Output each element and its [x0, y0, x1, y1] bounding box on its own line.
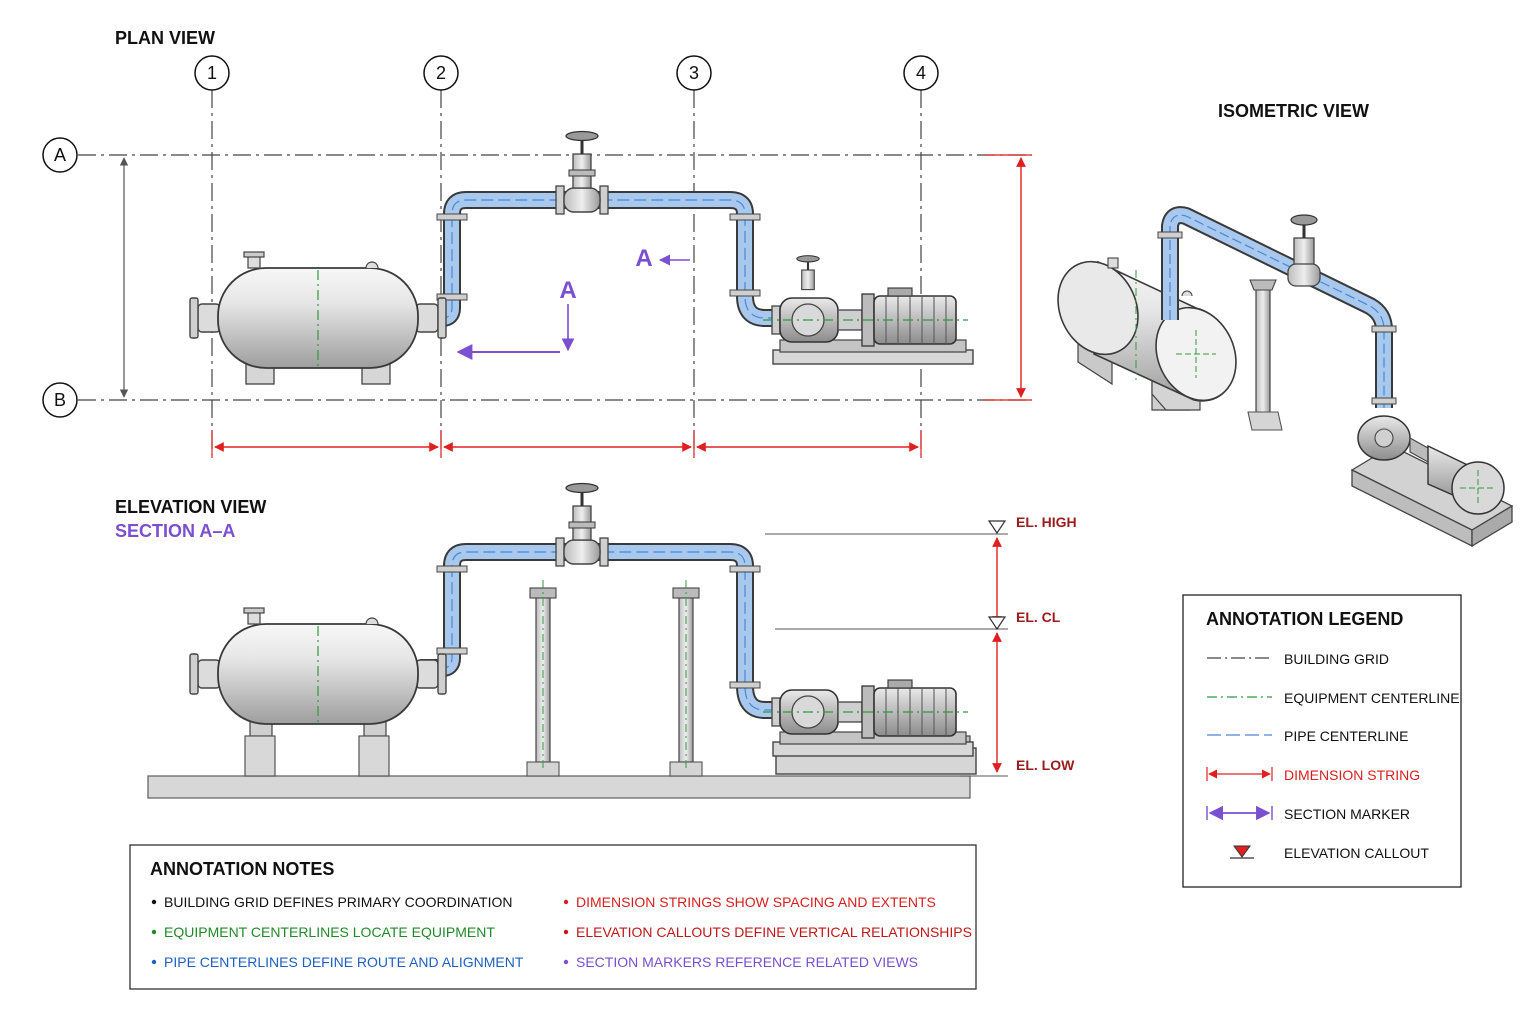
- section-marker-plan: A A: [456, 245, 690, 360]
- annotation-legend: ANNOTATION LEGEND BUILDING GRID EQUIPMEN…: [1182, 594, 1462, 888]
- legend-item-elevation-callout: ELEVATION CALLOUT: [1284, 845, 1429, 861]
- grid-column-1: 1: [194, 55, 230, 455]
- section-title: SECTION A–A: [115, 521, 235, 541]
- note-item-elevation-callouts: ELEVATION CALLOUTS DEFINE VERTICAL RELAT…: [576, 924, 972, 940]
- note-item-pipe-centerlines: PIPE CENTERLINES DEFINE ROUTE AND ALIGNM…: [164, 954, 524, 970]
- elevation-label-cl: EL. CL: [1016, 609, 1061, 625]
- note-item-equipment-centerlines: EQUIPMENT CENTERLINES LOCATE EQUIPMENT: [164, 924, 495, 940]
- elevation-callouts: EL. HIGH EL. CL EL. LOW: [765, 514, 1077, 777]
- plan-pump-valve: [796, 255, 820, 291]
- iso-tank: [1057, 257, 1237, 402]
- isometric-view: ISOMETRIC VIEW: [1057, 101, 1514, 548]
- grid-label-3: 3: [689, 63, 699, 83]
- plan-gate-valve: [554, 130, 610, 216]
- annotation-notes: ANNOTATION NOTES BUILDING GRID DEFINES P…: [129, 844, 977, 990]
- grid-column-3: 3: [676, 55, 712, 455]
- iso-pipe-support: [1247, 279, 1283, 431]
- legend-swatch-section-marker: [1206, 805, 1273, 821]
- elevation-view: ELEVATION VIEW SECTION A–A: [115, 482, 1077, 799]
- legend-title: ANNOTATION LEGEND: [1206, 609, 1403, 629]
- note-item-building-grid: BUILDING GRID DEFINES PRIMARY COORDINATI…: [164, 894, 513, 910]
- concrete-slab: [147, 775, 971, 799]
- elevation-tank-supports: [244, 717, 390, 777]
- section-marker-letter-2: A: [635, 245, 652, 272]
- elevation-label-low: EL. LOW: [1016, 757, 1075, 773]
- iso-gate-valve: [1287, 214, 1321, 287]
- grid-label-2: 2: [436, 63, 446, 83]
- elevation-pipe-supports: [526, 580, 703, 777]
- elevation-label-high: EL. HIGH: [1016, 514, 1077, 530]
- elevation-gate-valve: [554, 482, 610, 568]
- legend-swatch-elevation-callout: [1230, 845, 1254, 859]
- legend-item-dimension-string: DIMENSION STRING: [1284, 767, 1420, 783]
- elevation-pump-motor: [762, 679, 977, 775]
- elevation-tank: [189, 607, 447, 725]
- legend-item-section-marker: SECTION MARKER: [1284, 806, 1410, 822]
- legend-item-equipment-centerline: EQUIPMENT CENTERLINE: [1284, 690, 1460, 706]
- section-marker-letter: A: [559, 277, 576, 304]
- notes-title: ANNOTATION NOTES: [150, 859, 334, 879]
- elevation-pipe-route: [420, 543, 780, 719]
- note-item-dimension-strings: DIMENSION STRINGS SHOW SPACING AND EXTEN…: [576, 894, 936, 910]
- grid-bubble-b: B: [42, 382, 78, 418]
- plan-vertical-dimension: [985, 154, 1032, 401]
- grid-column-2: 2: [423, 55, 459, 455]
- iso-pump-motor: [1350, 415, 1514, 548]
- grid-bubble-a: A: [42, 137, 78, 173]
- grid-label-b: B: [54, 390, 66, 410]
- plan-dimension-string: [211, 430, 922, 458]
- plan-pump-motor: [762, 287, 974, 365]
- legend-swatch-dimension-string: [1206, 767, 1273, 781]
- grid-label-1: 1: [207, 63, 217, 83]
- plan-view: PLAN VIEW A B 1 2 3: [42, 28, 1032, 458]
- isometric-view-title: ISOMETRIC VIEW: [1218, 101, 1369, 121]
- plan-view-title: PLAN VIEW: [115, 28, 215, 48]
- elevation-view-title: ELEVATION VIEW: [115, 497, 266, 517]
- grid-label-4: 4: [916, 63, 926, 83]
- grid-column-4: 4: [903, 55, 939, 455]
- plan-pipe-route: [420, 191, 780, 327]
- elevation-marker-high: [987, 520, 1007, 535]
- legend-item-pipe-centerline: PIPE CENTERLINE: [1284, 728, 1408, 744]
- iso-pipe-route: [1157, 206, 1397, 408]
- elevation-marker-cl: [987, 616, 1007, 631]
- grid-label-a: A: [54, 145, 66, 165]
- plan-tank: [189, 251, 447, 369]
- legend-item-building-grid: BUILDING GRID: [1284, 651, 1389, 667]
- note-item-section-markers: SECTION MARKERS REFERENCE RELATED VIEWS: [576, 954, 918, 970]
